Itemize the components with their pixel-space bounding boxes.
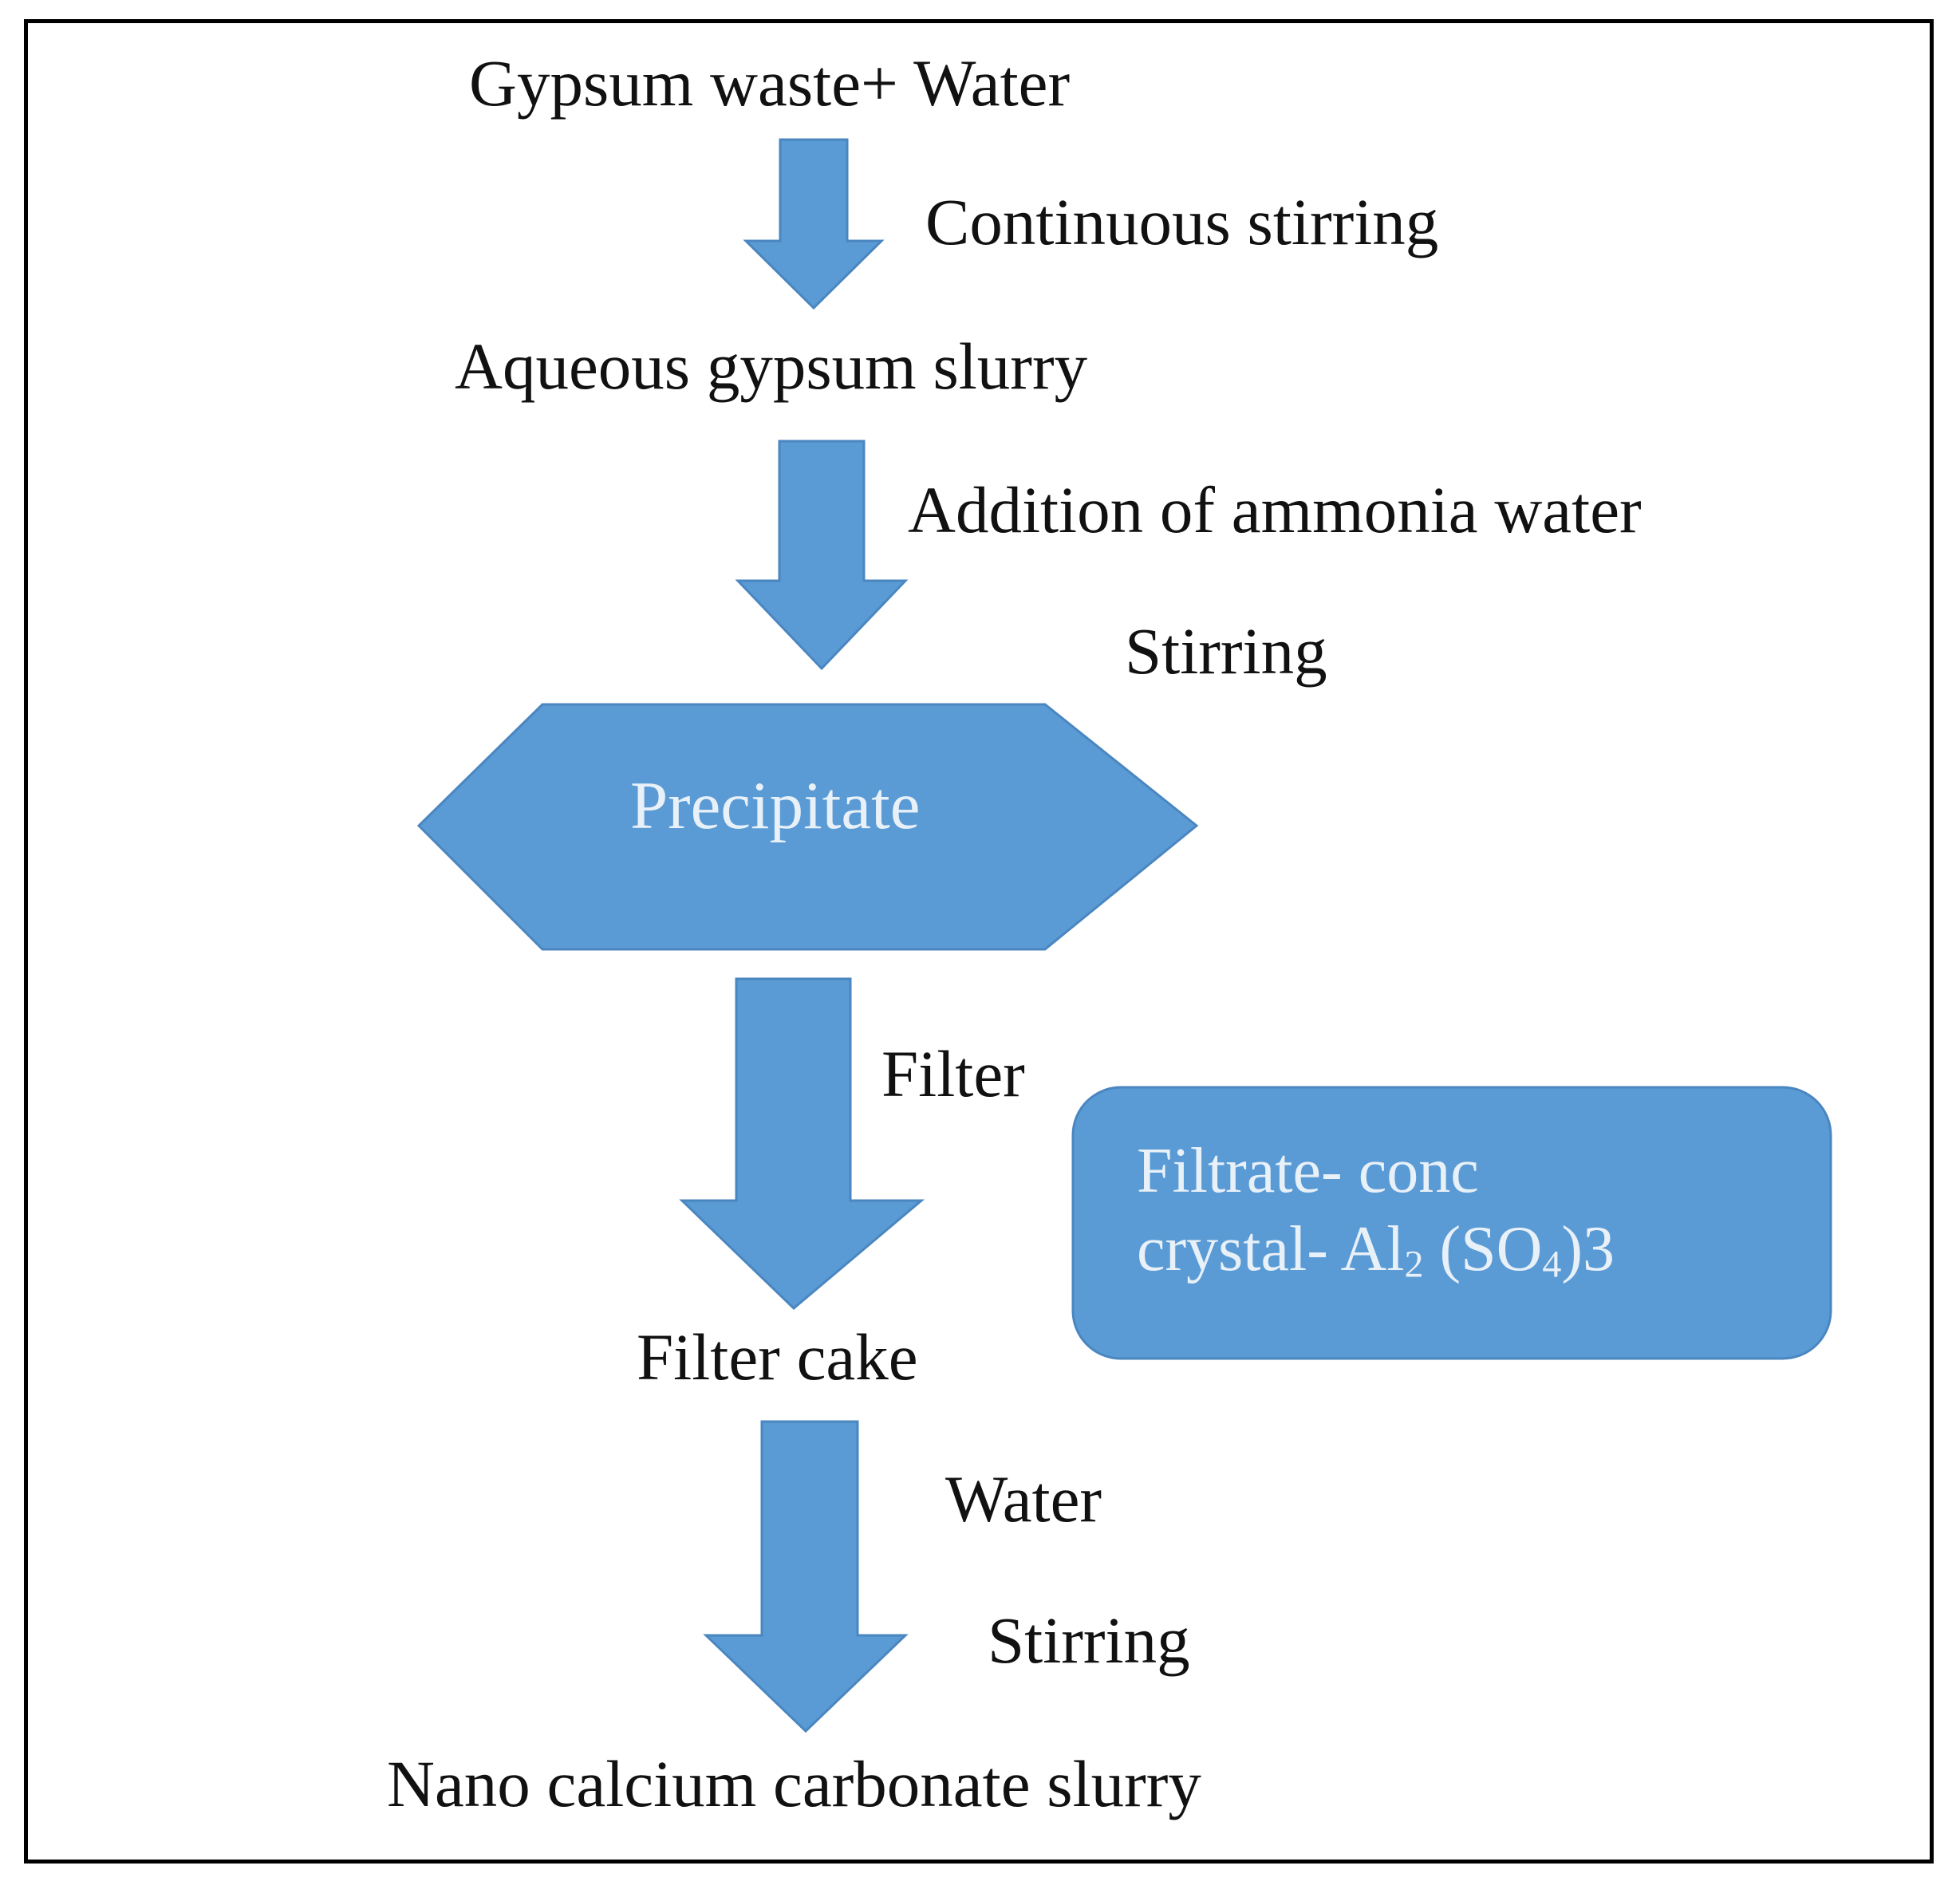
- action-continuous-stirring: Continuous stirring: [925, 185, 1439, 258]
- step-aqueous-slurry: Aqueous gypsum slurry: [455, 329, 1088, 403]
- filtrate-line-2-suffix: )3: [1561, 1213, 1615, 1284]
- filtrate-line-2-prefix: crystal- Al: [1137, 1213, 1405, 1284]
- subscript-4: 4: [1542, 1243, 1562, 1286]
- action-filter: Filter: [881, 1037, 1025, 1110]
- action-water: Water: [945, 1462, 1102, 1536]
- arrow-down-3: [679, 977, 925, 1311]
- arrow-down-1: [743, 138, 885, 310]
- filtrate-box: [1071, 1086, 1832, 1360]
- step-filter-cake: Filter cake: [637, 1320, 918, 1394]
- filtrate-text: Filtrate- conc crystal- Al2 (SO4)3: [1137, 1133, 1615, 1288]
- step-gypsum-water: Gypsum waste+ Water: [469, 46, 1071, 120]
- action-stirring-1: Stirring: [1125, 614, 1327, 688]
- precipitate-hexagon: [416, 703, 1199, 951]
- subscript-2: 2: [1404, 1243, 1424, 1286]
- action-addition-ammonia: Addition of ammonia water: [908, 473, 1642, 546]
- filtrate-line-1: Filtrate- conc: [1137, 1136, 1479, 1206]
- arrow-down-4: [703, 1420, 909, 1733]
- diagram-frame: [24, 19, 1934, 1864]
- action-stirring-2: Stirring: [988, 1603, 1190, 1677]
- precipitate-label: Precipitate: [630, 768, 921, 843]
- filtrate-line-2: crystal- Al2 (SO4)3: [1137, 1211, 1615, 1289]
- arrow-down-2: [735, 440, 909, 671]
- filtrate-line-2-mid: (SO: [1423, 1213, 1543, 1284]
- step-nano-calcium-carbonate: Nano calcium carbonate slurry: [387, 1747, 1201, 1820]
